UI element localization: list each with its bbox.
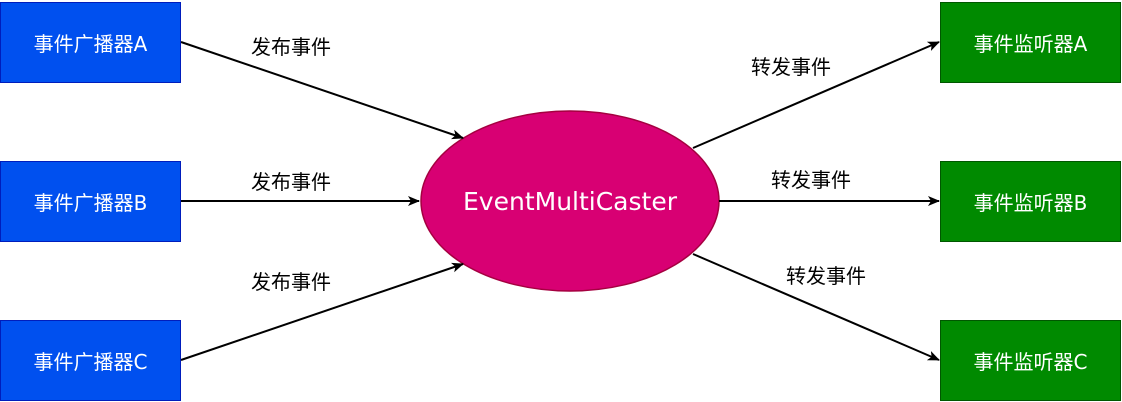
listener-c-node: 事件监听器C [940,320,1121,401]
edge-broadcaster-c-to-hub [180,262,464,361]
listener-b-node: 事件监听器B [940,161,1121,242]
forward-label-a: 转发事件 [751,55,831,79]
publish-label-b: 发布事件 [251,170,331,194]
edge-hub-to-listener-c [692,253,940,361]
broadcaster-c-node: 事件广播器C [0,320,181,401]
forward-label-b: 转发事件 [771,168,851,192]
publish-label-a: 发布事件 [251,35,331,59]
edge-broadcaster-a-to-hub [180,41,464,140]
publish-label-c: 发布事件 [251,270,331,294]
edge-hub-to-listener-a [692,41,940,149]
broadcaster-a-node: 事件广播器A [0,2,181,83]
broadcaster-b-node: 事件广播器B [0,161,181,242]
forward-label-c: 转发事件 [786,264,866,288]
event-multicaster-label: EventMultiCaster [463,186,677,216]
listener-a-node: 事件监听器A [940,2,1121,83]
